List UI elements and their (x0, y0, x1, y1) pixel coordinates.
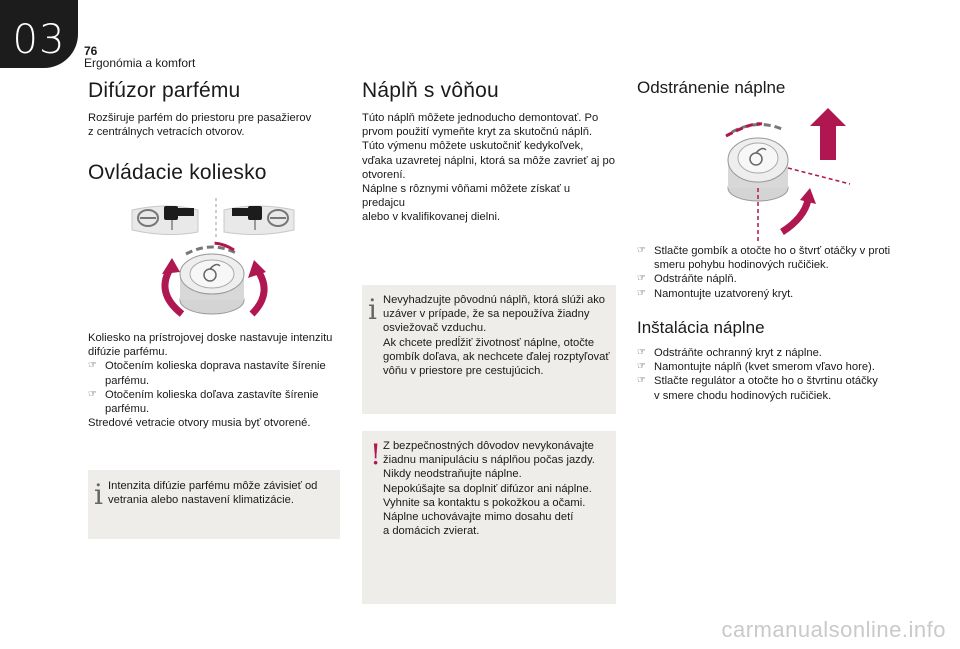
perfume-wheel-icon (179, 241, 245, 315)
list-item: Namontujte uzatvorený kryt. (637, 287, 897, 301)
watermark: carmanualsonline.info (721, 617, 946, 642)
dashboard-wheel-illustration (131, 198, 295, 317)
text-line: Stredové vetracie otvory musia byť otvor… (88, 417, 311, 430)
warning-box: ! Z bezpečnostných dôvodov nevykonávajte… (362, 431, 616, 604)
left-vent-icon (131, 205, 199, 236)
install-steps: Odstráňte ochranný kryt z náplne. Namont… (637, 346, 897, 403)
title-refill-removal: Odstránenie náplne (637, 78, 786, 97)
text-line: difúzie parfému. (88, 346, 168, 359)
section-name: Ergonómia a komfort (84, 56, 196, 70)
refill-removal-illustration (725, 108, 851, 242)
title-refill-install: Inštalácia náplne (637, 318, 765, 337)
list-item: Stlačte regulátor a otočte ho o štvrtinu… (637, 374, 897, 402)
install-bullet-list: Odstráňte ochranný kryt z náplne. Namont… (637, 346, 897, 403)
title-scent-refill: Náplň s vôňou (362, 79, 499, 102)
chapter-number: 03 (12, 17, 66, 63)
list-item: Otočením kolieska doľava zastavíte šíren… (88, 388, 340, 416)
text-line: Rozširuje parfém do priestoru pre pasaži… (88, 112, 312, 124)
chapter-tab (0, 0, 78, 68)
wheel-bullet-list: Otočením kolieska doprava nastavíte šíre… (88, 359, 340, 416)
note-box: i Intenzita difúzie parfému môže závisie… (88, 470, 340, 539)
pull-up-arrow-icon (810, 108, 846, 160)
wheel-description: Koliesko na prístrojovej doske nastavuje… (88, 331, 340, 430)
text-line: z centrálnych vetracích otvorov. (88, 126, 245, 139)
list-item: Odstráňte ochranný kryt z náplne. (637, 346, 897, 360)
right-vent-icon (223, 205, 295, 236)
removal-steps: Stlačte gombík a otočte ho o štvrť otáčk… (637, 244, 897, 301)
info-icon: i (368, 293, 377, 326)
refill-text: Túto náplň môžete jednoducho demontovať.… (362, 112, 615, 224)
list-item: Otočením kolieska doprava nastavíte šíre… (88, 359, 340, 387)
rotate-arrow-icon (780, 199, 812, 235)
info-box-text: Nevyhadzujte pôvodnú náplň, ktorá slúži … (383, 294, 610, 378)
info-box: i Nevyhadzujte pôvodnú náplň, ktorá slúž… (362, 285, 616, 414)
info-icon: i (94, 478, 103, 511)
list-item: Namontujte náplň (kvet smerom vľavo hore… (637, 360, 897, 374)
note-text: Intenzita difúzie parfému môže závisieť … (108, 480, 318, 507)
warning-icon: ! (370, 438, 382, 471)
page-number: 76 (84, 44, 98, 58)
title-control-wheel: Ovládacie koliesko (88, 161, 267, 184)
text-line: Koliesko na prístrojovej doske nastavuje… (88, 332, 333, 344)
title-perfume-diffuser: Difúzor parfému (88, 79, 241, 102)
list-item: Odstráňte náplň. (637, 272, 897, 286)
list-item: Stlačte gombík a otočte ho o štvrť otáčk… (637, 244, 897, 272)
intro-text: Rozširuje parfém do priestoru pre pasaži… (88, 111, 338, 139)
warning-box-text: Z bezpečnostných dôvodov nevykonávajte ž… (383, 440, 595, 538)
removal-bullet-list: Stlačte gombík a otočte ho o štvrť otáčk… (637, 244, 897, 301)
